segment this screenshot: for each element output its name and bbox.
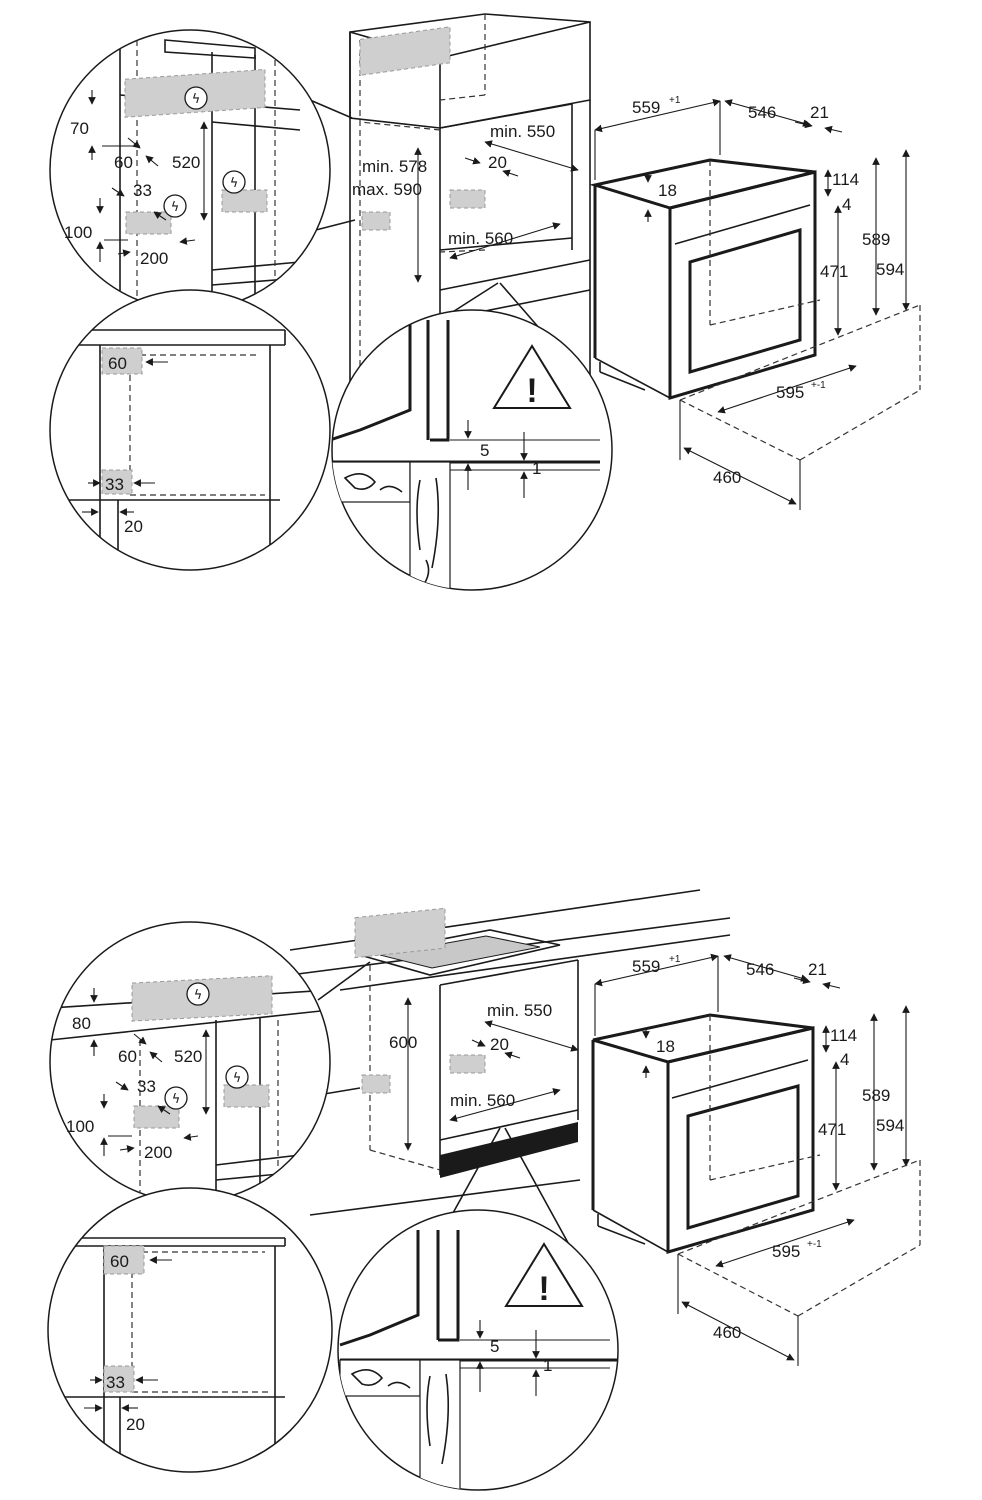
cabinet-dimensions: 600 min. 550 20 min. 560 — [389, 997, 579, 1151]
dim-559: 559 — [632, 98, 660, 117]
dim-5: 5 — [490, 1337, 499, 1356]
callout-line — [447, 1127, 501, 1223]
dim-595: 595 — [772, 1242, 800, 1261]
oven — [591, 1013, 821, 1254]
dim-20: 20 — [124, 517, 143, 536]
dim-594: 594 — [876, 1116, 904, 1135]
svg-text:ϟ: ϟ — [230, 176, 239, 191]
dim-114: 114 — [832, 170, 859, 189]
dim-80: 80 — [72, 1014, 91, 1033]
diagram-top: min. 550 20 min. 578 max. 590 min. 560 — [49, 13, 921, 591]
dim-559-tolerance: +1 — [669, 954, 681, 965]
dim-60: 60 — [118, 1047, 137, 1066]
dim-70: 70 — [70, 119, 89, 138]
electrical-symbol-icon: ϟ — [164, 1086, 188, 1110]
dim-max-590: max. 590 — [352, 180, 422, 199]
dim-min-560: min. 560 — [450, 1091, 515, 1110]
detail-circle-upper: ϟ ϟ ϟ 70 60 520 33 100 — [49, 29, 331, 311]
dim-594: 594 — [876, 260, 904, 279]
electrical-symbol-icon: ϟ — [186, 982, 210, 1006]
svg-text:ϟ: ϟ — [192, 92, 201, 107]
dim-520: 520 — [174, 1047, 202, 1066]
detail-circle-lower: 60 33 20 — [47, 1187, 333, 1473]
dim-595: 595 — [776, 383, 804, 402]
dim-589: 589 — [862, 230, 890, 249]
dim-559: 559 — [632, 957, 660, 976]
dim-min-550: min. 550 — [490, 122, 555, 141]
dim-546: 546 — [746, 960, 774, 979]
dim-460: 460 — [713, 468, 741, 487]
dim-33: 33 — [133, 181, 152, 200]
dim-1: 1 — [532, 459, 541, 478]
electrical-symbol-icon: ϟ — [184, 86, 208, 110]
dim-20: 20 — [490, 1035, 509, 1054]
callout-line — [317, 961, 371, 1001]
dim-595-tolerance: +-1 — [811, 380, 826, 391]
callout-line — [309, 99, 353, 119]
detail-circle-gap: 5 1 ! — [337, 1209, 619, 1491]
dim-4: 4 — [840, 1050, 849, 1069]
svg-text:!: ! — [526, 372, 537, 410]
dim-114: 114 — [830, 1026, 857, 1045]
dim-33: 33 — [105, 475, 124, 494]
dim-200: 200 — [140, 249, 168, 268]
dim-1: 1 — [543, 1356, 552, 1375]
dim-559-tolerance: +1 — [669, 95, 681, 106]
dim-min-560: min. 560 — [448, 229, 513, 248]
cabinet-dimensions: min. 550 20 min. 578 max. 590 min. 560 — [352, 122, 579, 283]
dim-60: 60 — [114, 153, 133, 172]
dim-33: 33 — [106, 1373, 125, 1392]
svg-text:ϟ: ϟ — [194, 988, 203, 1003]
dim-520: 520 — [172, 153, 200, 172]
dim-4: 4 — [842, 195, 851, 214]
dim-33: 33 — [137, 1077, 156, 1096]
dim-595-tolerance: +-1 — [807, 1239, 822, 1250]
dim-100: 100 — [66, 1117, 94, 1136]
electrical-symbol-icon: ϟ — [225, 1065, 249, 1089]
detail-circle-lower: 60 33 20 — [49, 289, 331, 571]
svg-text:!: ! — [538, 1270, 549, 1308]
oven-dimensions: 559 +1 546 21 18 114 4 471 589 594 595 — [594, 953, 921, 1366]
dim-min-550: min. 550 — [487, 1001, 552, 1020]
warning-triangle-icon: ! — [504, 1242, 584, 1308]
svg-text:ϟ: ϟ — [171, 200, 180, 215]
electrical-symbol-icon: ϟ — [163, 194, 187, 218]
dim-60: 60 — [110, 1252, 129, 1271]
oven — [589, 158, 821, 401]
dim-546: 546 — [748, 103, 776, 122]
callout-line — [504, 1127, 573, 1251]
dim-100: 100 — [64, 223, 92, 242]
svg-text:ϟ: ϟ — [233, 1071, 242, 1086]
worktop — [289, 889, 731, 1216]
dim-60: 60 — [108, 354, 127, 373]
dim-18: 18 — [656, 1037, 675, 1056]
warning-triangle-icon: ! — [492, 344, 572, 410]
cabinet-base — [354, 907, 579, 1178]
dim-200: 200 — [144, 1143, 172, 1162]
svg-text:ϟ: ϟ — [172, 1092, 181, 1107]
dim-471: 471 — [818, 1120, 846, 1139]
dim-20: 20 — [126, 1415, 145, 1434]
electrical-symbol-icon: ϟ — [222, 170, 246, 194]
dim-18: 18 — [658, 181, 677, 200]
dim-460: 460 — [713, 1323, 741, 1342]
detail-circle-gap: 5 1 ! — [331, 309, 613, 591]
detail-circle-upper: ϟ ϟ ϟ 80 60 520 33 100 — [49, 921, 331, 1203]
oven-dimensions: 559 +1 546 21 18 114 4 471 589 594 595 — [594, 95, 921, 510]
dim-21: 21 — [810, 103, 829, 122]
diagram-bottom: 600 min. 550 20 min. 560 — [47, 889, 921, 1491]
dim-471: 471 — [820, 262, 848, 281]
dim-600: 600 — [389, 1033, 417, 1052]
dim-20: 20 — [488, 153, 507, 172]
dim-min-578: min. 578 — [362, 157, 427, 176]
dim-589: 589 — [862, 1086, 890, 1105]
dim-21: 21 — [808, 960, 827, 979]
dim-5: 5 — [480, 441, 489, 460]
